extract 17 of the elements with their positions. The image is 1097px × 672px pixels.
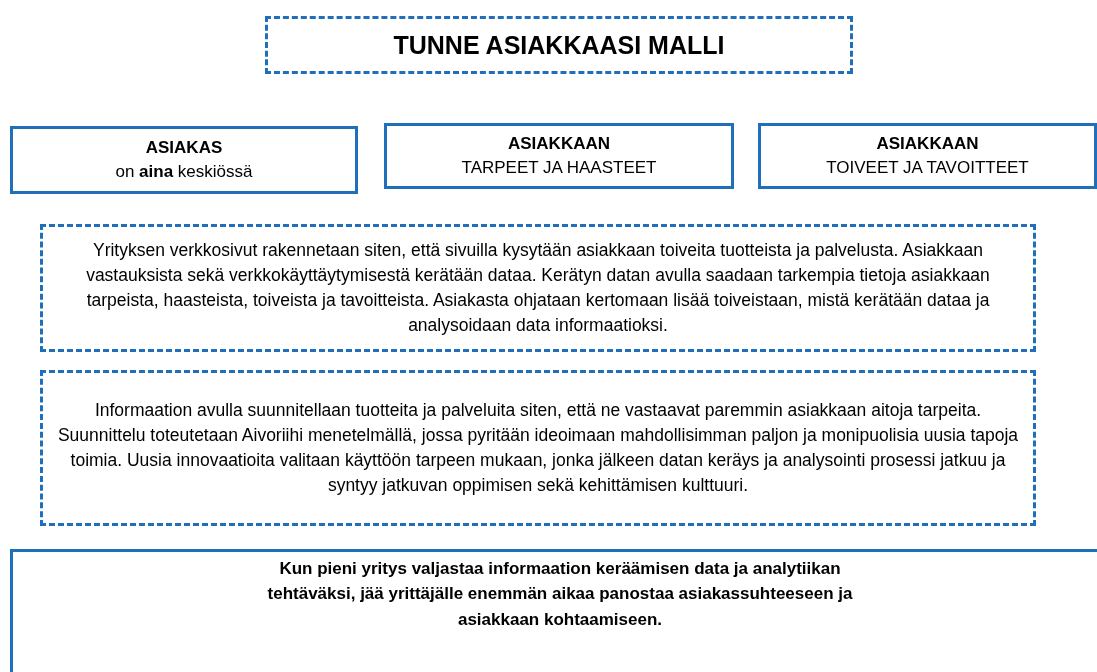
text-panel [40, 370, 1036, 526]
title-box [265, 16, 853, 74]
heading-box [10, 126, 358, 194]
heading-text: ASIAKAS [145, 137, 223, 160]
heading-box [384, 123, 734, 189]
conclusion-panel [10, 549, 1097, 672]
paragraph-text: Informaation avulla suunnitellaan tuotteita ja palveluita siten, että ne vastaavat paremmin asiakkaan aitoja tarpeita. Suunnittelu toteutetaan Aivoriihi menetelmällä, jossa pyritään ideoimaan mahdollisimman paljon ja monipuolisia uusia tapoja toimia. Uusia innovaatioita valitaan käyttöön tarpeen mukaan, jonka jälkeen datan keräys ja analysointi prosessi jatkuu ja syntyy jatkuvan oppimisen sekä kehittämisen kulttuuri. [57, 399, 1019, 497]
text-panel [40, 224, 1036, 352]
heading-text: ASIAKKAAN [876, 133, 979, 156]
paragraph-text: Yrityksen verkkosivut rakennetaan siten, että sivuilla kysytään asiakkaan toiveita tuotteista ja palvelusta. Asiakkaan vastauksista sekä verkkokäyttäytymisestä kerätään dataa. Kerätyn datan avulla saadaan tarkempia tietoja asiakkaan tarpeista, haasteista, toiveista ja tavoitteista. Asiakasta ohjataan kertomaan lisää toiveistaan, mistä kerätään dataa ja analysoidaan data informaatioksi. [85, 239, 991, 337]
subheading-text: on aina keskiössä [115, 161, 253, 183]
subheading-text: TOIVEET JA TAVOITTEET [826, 157, 1029, 179]
heading-text: ASIAKKAAN [508, 133, 610, 156]
title-text: TUNNE ASIAKKAASI MALLI [393, 29, 725, 61]
heading-box [758, 123, 1097, 189]
subheading-text: TARPEET JA HAASTEET [461, 157, 657, 179]
conclusion-text: Kun pieni yritys valjastaa informaation keräämisen data ja analytiikan tehtäväksi, jää yrittäjälle enemmän aikaa panostaa asiakassuhteeseen ja asiakkaan kohtaamiseen. [266, 557, 854, 631]
